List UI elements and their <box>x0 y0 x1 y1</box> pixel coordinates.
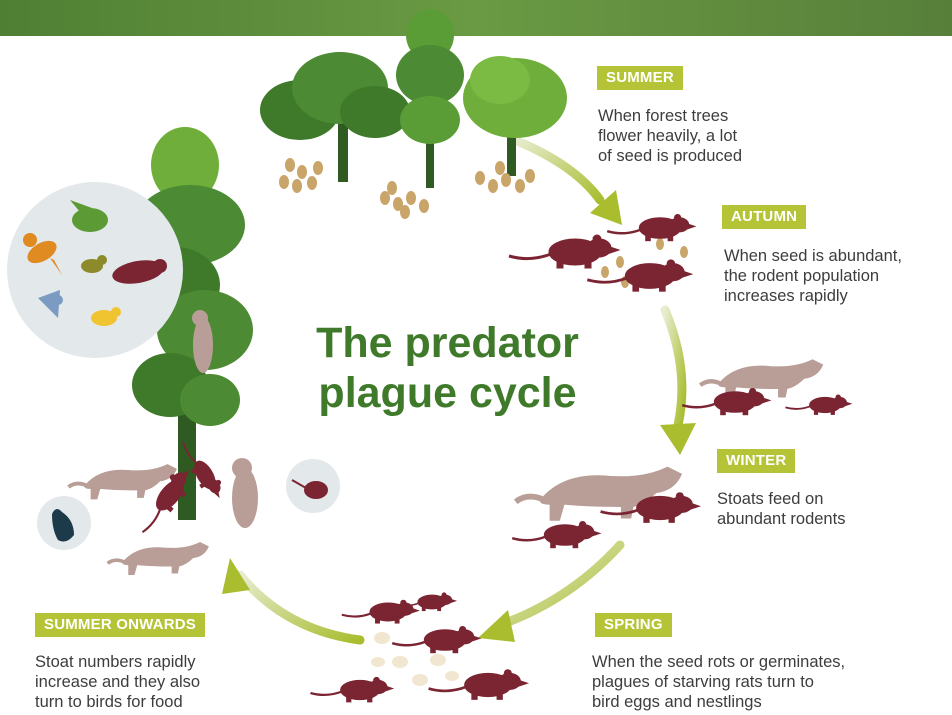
label-spring: SPRING <box>595 613 672 637</box>
rat-icon <box>342 600 419 623</box>
birds-circle <box>7 182 183 358</box>
kiwi-icon <box>286 459 340 513</box>
rat-icon <box>512 521 600 547</box>
arrow-spring-to-summer-onwards <box>240 575 360 640</box>
desc-autumn: When seed is abundant,the rodent populat… <box>724 246 902 306</box>
seed-icon <box>475 161 535 193</box>
rat-icon <box>429 670 528 700</box>
rat-icon <box>509 235 619 268</box>
tree-icon <box>396 9 464 188</box>
diagram-title: The predator plague cycle <box>300 318 595 418</box>
arrow-head-icon <box>660 423 696 455</box>
stoat-icon <box>108 542 209 574</box>
arrow-autumn-to-winter <box>665 310 682 425</box>
stoat-icon <box>700 360 822 399</box>
rat-icon <box>392 626 480 652</box>
duck-icon <box>37 496 91 550</box>
rat-icon <box>785 395 851 415</box>
label-summer-onwards: SUMMER ONWARDS <box>35 613 205 637</box>
desc-spring: When the seed rots or germinates,plagues… <box>592 652 845 712</box>
label-autumn: AUTUMN <box>722 205 806 229</box>
arrow-head-icon <box>478 610 515 642</box>
rat-icon <box>682 388 770 414</box>
label-summer: SUMMER <box>597 66 683 90</box>
header-banner <box>0 0 952 36</box>
label-winter: WINTER <box>717 449 795 473</box>
seed-icon <box>380 181 429 219</box>
rat-icon <box>311 677 394 702</box>
seed-icon <box>279 158 323 193</box>
tree-icon <box>260 52 410 182</box>
stoat-icon <box>232 458 258 528</box>
